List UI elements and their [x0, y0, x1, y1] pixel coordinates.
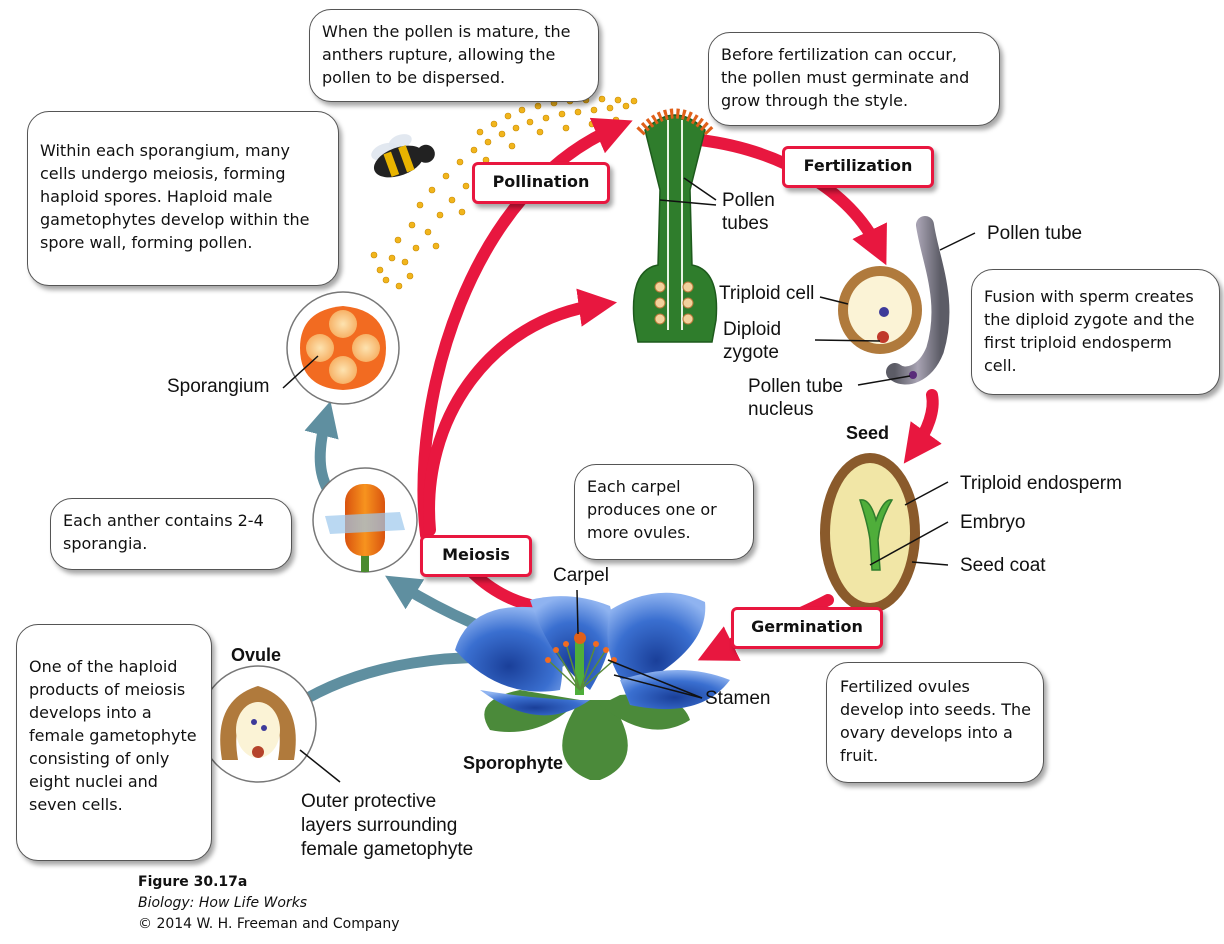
sporophyte-label: Sporophyte [463, 753, 564, 773]
triploid-endosperm-label: Triploid endosperm [960, 473, 1122, 494]
leader-lines [282, 177, 976, 783]
diploid-zygote-label-line1: Diploid [723, 319, 782, 340]
pollen-mature-note: When the pollen is mature, the anthers r… [309, 9, 599, 102]
seed-label: Seed [846, 423, 890, 443]
pollen-tube-label: Pollen tube [987, 223, 1083, 244]
haploid-products-note: One of the haploid products of meiosis d… [16, 624, 212, 861]
diploid-zygote-label-line2: zygote [723, 342, 779, 363]
cycle-arrows [417, 117, 942, 661]
bee-illustration [371, 134, 435, 178]
carpel-cross-section [632, 108, 718, 343]
book-title: Biology: How Life Works [138, 895, 308, 911]
pollen-tube-nucleus-label-line1: Pollen tube [748, 376, 844, 397]
stage-fertilization: Fertilization [782, 146, 934, 188]
flower-illustration [455, 592, 730, 780]
figure-number: Figure 30.17a [138, 874, 248, 890]
ovule-label: Ovule [231, 645, 282, 665]
sporangium-label: Sporangium [167, 376, 270, 397]
anther-illustration [312, 467, 418, 573]
anther-sporangia-note: Each anther contains 2-4 sporangia. [50, 498, 292, 570]
sporangium-meiosis-note: Within each sporangium, many cells under… [27, 111, 339, 286]
stage-meiosis: Meiosis [420, 535, 532, 577]
before-fertilization-note: Before fertilization can occur, the poll… [708, 32, 1000, 126]
embryo-label: Embryo [960, 512, 1026, 533]
pollen-tubes-label-line1: Pollen [722, 190, 775, 211]
fusion-sperm-note: Fusion with sperm creates the diploid zy… [971, 269, 1220, 395]
triploid-cell-label: Triploid cell [719, 283, 815, 304]
stage-germination: Germination [731, 607, 883, 649]
seed-illustration [820, 453, 920, 613]
seed-coat-label: Seed coat [960, 555, 1046, 576]
fertilized-ovules-note: Fertilized ovules develop into seeds. Th… [826, 662, 1044, 783]
ovule-illustration [199, 665, 317, 783]
outer-layers-label-line3: female gametophyte [301, 839, 474, 860]
sporangium-cross-section [286, 291, 400, 405]
outer-layers-label-line1: Outer protective [301, 791, 437, 812]
fertilized-ovule [838, 216, 950, 385]
copyright-line: © 2014 W. H. Freeman and Company [138, 916, 400, 932]
pollen-tube-nucleus-label-line2: nucleus [748, 399, 814, 420]
carpel-label: Carpel [553, 565, 609, 586]
stamen-label: Stamen [705, 688, 771, 709]
pollen-tubes-label-line2: tubes [722, 213, 769, 234]
carpel-ovules-note: Each carpel produces one or more ovules. [574, 464, 754, 560]
outer-layers-label-line2: layers surrounding [301, 815, 458, 836]
stage-pollination: Pollination [472, 162, 610, 204]
